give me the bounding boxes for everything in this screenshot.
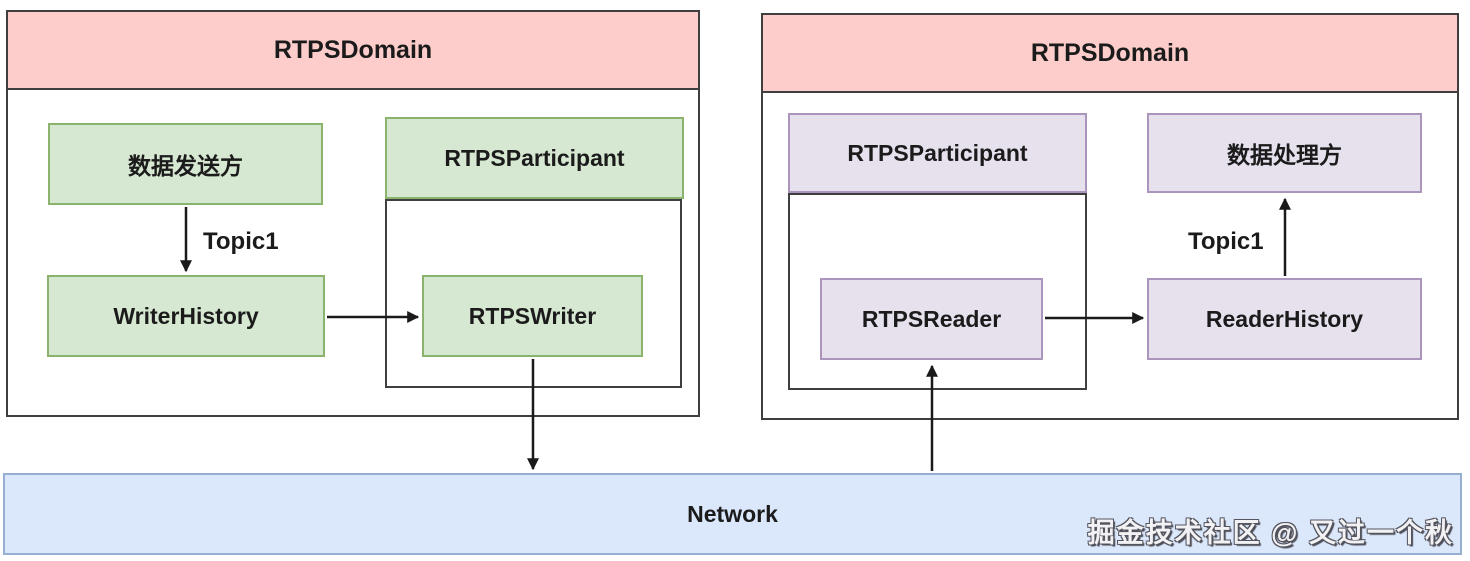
- right-participant-body: [788, 193, 1087, 390]
- reader-history-node: ReaderHistory: [1147, 278, 1422, 360]
- writer-history-node: WriterHistory: [47, 275, 325, 357]
- data-sender-node: 数据发送方: [48, 123, 323, 205]
- topic1-label-left: Topic1: [203, 228, 279, 255]
- right-rtps-domain-title: RTPSDomain: [763, 15, 1457, 93]
- left-rtps-domain-title: RTPSDomain: [8, 12, 698, 90]
- left-participant-header: RTPSParticipant: [385, 117, 684, 199]
- topic1-label-right: Topic1: [1188, 228, 1264, 255]
- rtps-writer-node: RTPSWriter: [422, 275, 643, 357]
- right-participant-header: RTPSParticipant: [788, 113, 1087, 193]
- data-processor-node: 数据处理方: [1147, 113, 1422, 193]
- network-bar: Network: [3, 473, 1462, 555]
- rtps-reader-node: RTPSReader: [820, 278, 1043, 360]
- watermark-text: 掘金技术社区 @ 又过一个秋: [1087, 518, 1454, 548]
